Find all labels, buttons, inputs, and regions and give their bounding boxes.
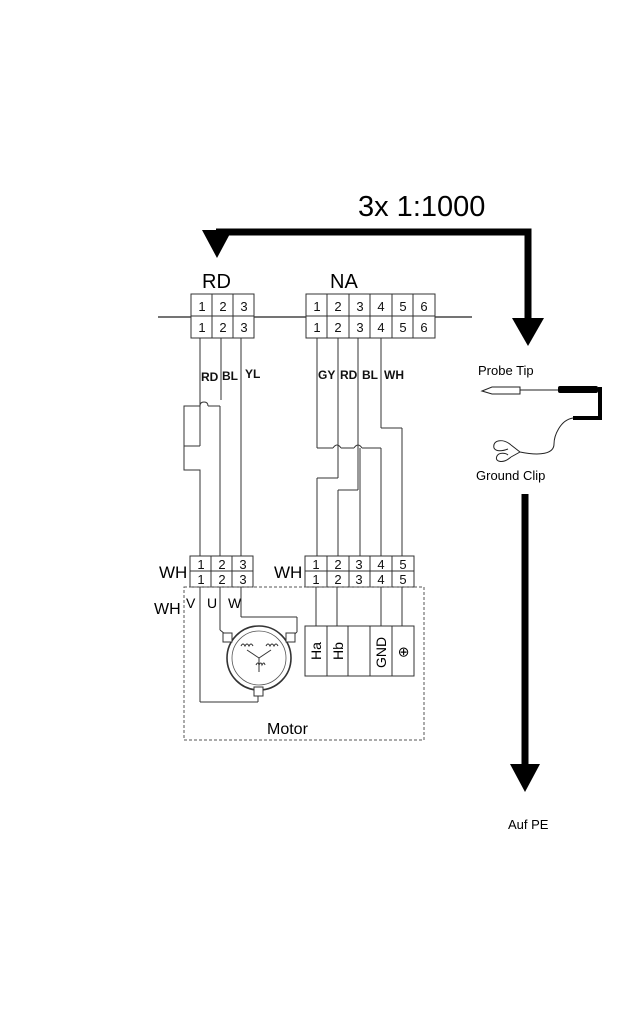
hall-label: GND: [373, 637, 389, 668]
na-pin-bottom: 1: [313, 320, 320, 335]
phase-label: V: [186, 595, 196, 611]
pe-target-label: Auf PE: [508, 817, 549, 832]
hall-sensor-block: Ha Hb GND ⊕: [304, 587, 415, 677]
probe-tip-label: Probe Tip: [478, 363, 534, 378]
side-tag: WH: [154, 601, 181, 618]
motor-label: Motor: [267, 721, 309, 738]
lower-right-pin: 2: [334, 572, 341, 587]
ground-clip-label: Ground Clip: [476, 468, 545, 483]
lower-right-pin: 4: [377, 557, 384, 572]
lower-right-pin: 4: [377, 572, 384, 587]
na-wire-label: RD: [340, 368, 358, 382]
na-pin-bottom: 5: [399, 320, 406, 335]
rd-pin-top: 3: [240, 299, 247, 314]
na-pin-bottom: 3: [356, 320, 363, 335]
rd-pin-bottom: 2: [219, 320, 226, 335]
lower-right-pin: 5: [399, 572, 406, 587]
lower-left-pin: 1: [197, 572, 204, 587]
lower-left-tag: WH: [159, 563, 187, 582]
phase-label: W: [228, 595, 242, 611]
motor-symbol: [222, 625, 296, 697]
lower-right-pin: 1: [312, 557, 319, 572]
probe-icon: [480, 386, 602, 455]
lower-left-pin: 2: [218, 572, 225, 587]
lower-left-connector: 1 2 3 1 2 3: [189, 555, 254, 588]
rd-wire-label: YL: [245, 367, 260, 381]
na-pin-top: 2: [334, 299, 341, 314]
ground-clip-icon: [493, 440, 521, 462]
lower-right-pin: 3: [355, 557, 362, 572]
hall-label: Hb: [330, 642, 346, 660]
na-pin-top: 3: [356, 299, 363, 314]
lower-right-connector: 1 2 3 4 5 1 2 3 4 5: [304, 555, 415, 588]
rd-pin-bottom: 1: [198, 320, 205, 335]
na-wire-label: GY: [318, 368, 335, 382]
lower-right-pin: 5: [399, 557, 406, 572]
lower-right-pin: 2: [334, 557, 341, 572]
lower-left-pin: 2: [218, 557, 225, 572]
na-pin-bottom: 2: [334, 320, 341, 335]
rd-pin-top: 2: [219, 299, 226, 314]
rd-pin-top: 1: [198, 299, 205, 314]
rd-connector-name: RD: [202, 271, 231, 293]
phase-label: U: [207, 595, 217, 611]
ratio-label: 3x 1:1000: [358, 191, 485, 223]
na-pin-top: 6: [420, 299, 427, 314]
lower-left-pin: 1: [197, 557, 204, 572]
na-pin-top: 1: [313, 299, 320, 314]
rd-wires: RD BL YL: [183, 338, 260, 556]
na-pin-bottom: 4: [377, 320, 384, 335]
na-pin-bottom: 6: [420, 320, 427, 335]
lower-right-pin: 1: [312, 572, 319, 587]
lower-right-tag: WH: [274, 563, 302, 582]
lower-left-pin: 3: [239, 557, 246, 572]
lower-right-pin: 3: [355, 572, 362, 587]
na-pin-top: 4: [377, 299, 384, 314]
motor-enclosure: [183, 586, 425, 741]
rd-wire-label: RD: [201, 370, 219, 384]
ratio-arrow: [202, 228, 544, 346]
rd-connector: 1 2 3 1 2 3: [190, 293, 255, 339]
na-wire-label: WH: [384, 368, 404, 382]
hall-label: Ha: [308, 642, 324, 660]
lower-left-pin: 3: [239, 572, 246, 587]
na-connector: 1 2 3 4 5 6 1 2 3 4 5 6: [305, 293, 436, 339]
na-wire-label: BL: [362, 368, 378, 382]
na-connector-name: NA: [330, 271, 358, 293]
na-wires: GY RD BL WH: [316, 338, 404, 556]
rd-pin-bottom: 3: [240, 320, 247, 335]
hall-label: ⊕: [395, 646, 411, 658]
rd-wire-label: BL: [222, 369, 238, 383]
na-pin-top: 5: [399, 299, 406, 314]
pe-arrow: [510, 494, 540, 792]
